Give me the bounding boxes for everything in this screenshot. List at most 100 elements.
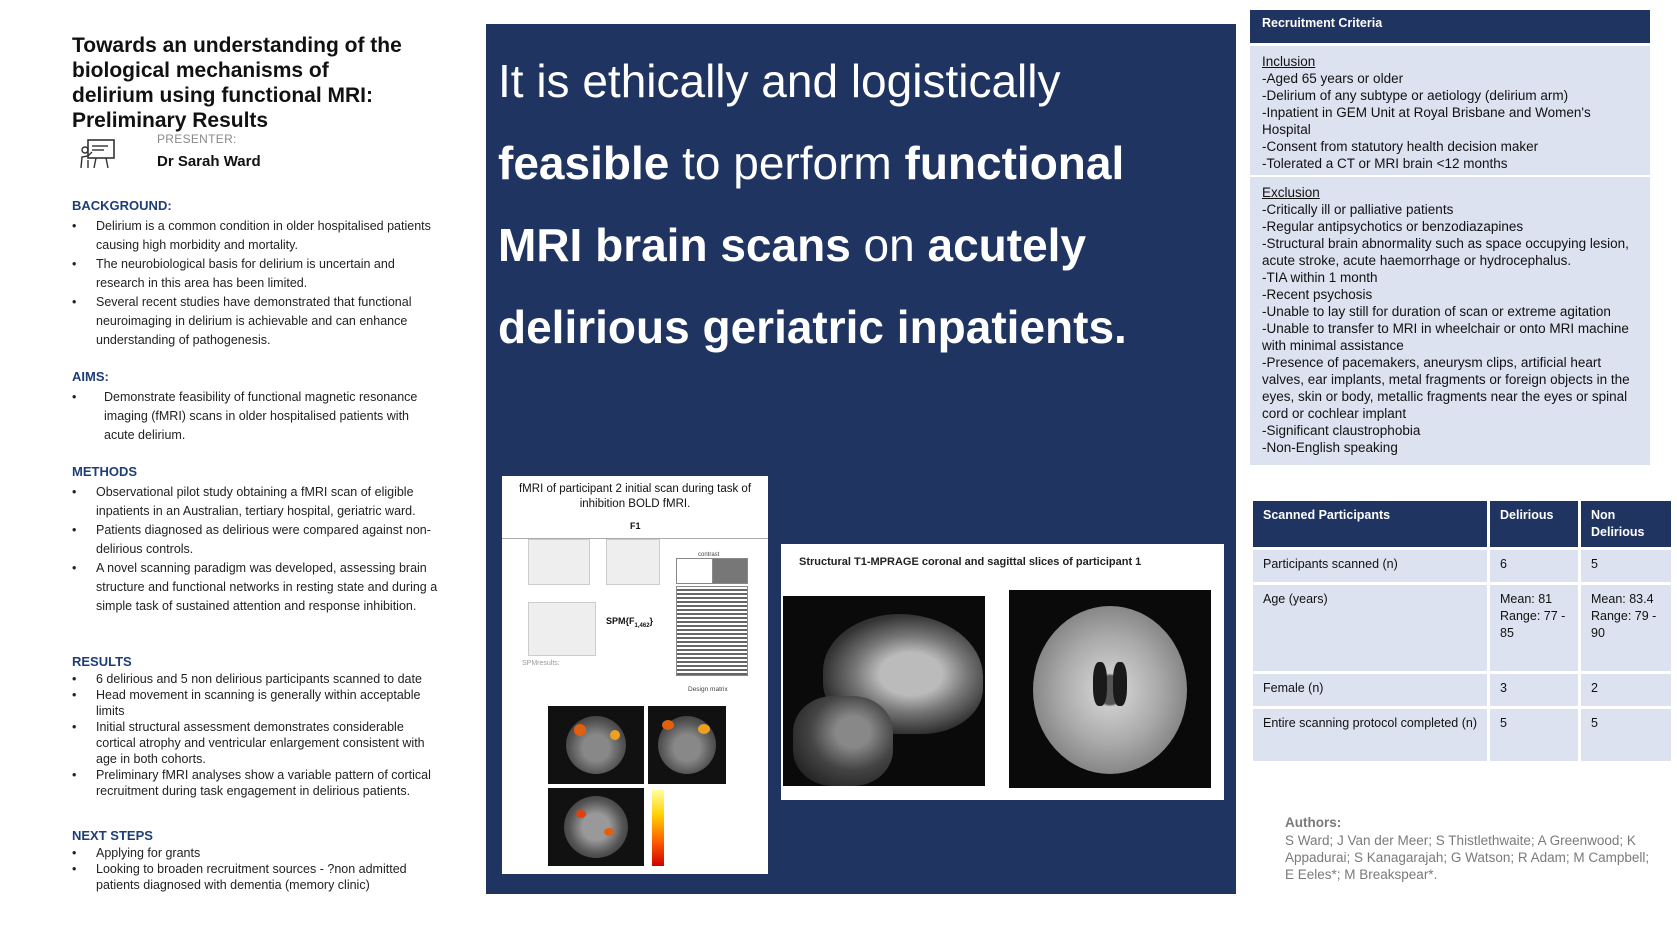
table-cell: Mean: 81 Range: 77 - 85 [1490,585,1578,671]
spm-text: SPM{F [606,616,635,626]
table-header: Delirious [1490,501,1578,547]
table-cell: 6 [1490,550,1578,582]
contrast-box-grey [712,558,748,584]
glass-brain-image [528,602,596,656]
background-heading: BACKGROUND: [72,198,172,213]
exclusion-panel: Exclusion -Critically ill or palliative … [1250,177,1650,465]
glass-brain-image [606,539,660,585]
exclusion-item: -Regular antipsychotics or benzodiazapin… [1262,219,1524,234]
background-section: BACKGROUND: Delirium is a common conditi… [72,198,442,350]
table-cell: 5 [1581,550,1671,582]
spm-results-label: SPMresults: [522,660,560,667]
exclusion-item: -Presence of pacemakers, aneurysm clips,… [1262,355,1630,421]
methods-item: A novel scanning paradigm was developed,… [72,559,442,616]
exclusion-item: -Significant claustrophobia [1262,423,1421,438]
table-header-row: Scanned Participants Delirious Non Delir… [1253,501,1671,547]
table-cell: 3 [1490,674,1578,706]
headline-bold: functional MRI brain scans [498,137,1125,271]
results-item: 6 delirious and 5 non delirious particip… [72,671,442,687]
spm-label: SPM{F1,462} [606,616,653,629]
contrast-box-white [676,558,714,584]
presenter-icon [80,139,115,169]
exclusion-heading: Exclusion [1262,185,1320,200]
aims-item: Demonstrate feasibility of functional ma… [72,388,442,445]
results-item: Head movement in scanning is generally w… [72,687,442,719]
table-row: Age (years) Mean: 81 Range: 77 - 85 Mean… [1253,585,1671,671]
methods-item: Observational pilot study obtaining a fM… [72,483,442,521]
exclusion-item: -Unable to lay still for duration of sca… [1262,304,1611,319]
spm-text: } [649,616,654,626]
f1-label: F1 [630,521,641,531]
inclusion-item: -Consent from statutory health decision … [1262,139,1539,154]
next-steps-item: Applying for grants [72,845,442,861]
inclusion-panel: Inclusion -Aged 65 years or older -Delir… [1250,46,1650,175]
axial-slice-image [1009,590,1211,788]
methods-item: Patients diagnosed as delirious were com… [72,521,442,559]
headline-bold: feasible [498,137,670,189]
presenter-name: Dr Sarah Ward [157,153,261,170]
table-row: Participants scanned (n) 6 5 [1253,550,1671,582]
next-steps-section: NEXT STEPS Applying for grants Looking t… [72,828,442,893]
spm-subscript: 1,462 [634,622,650,629]
presenter-label: PRESENTER: [157,132,237,146]
sagittal-slice-image [783,596,985,786]
table-cell: 2 [1581,674,1671,706]
background-item: Delirium is a common condition in older … [72,217,442,255]
methods-heading: METHODS [72,464,137,479]
inclusion-heading: Inclusion [1262,54,1316,69]
headline-text: to perform [669,137,905,189]
exclusion-item: -Recent psychosis [1262,287,1373,302]
exclusion-item: -Critically ill or palliative patients [1262,202,1454,217]
table-row: Entire scanning protocol completed (n) 5… [1253,709,1671,761]
exclusion-item: -Unable to transfer to MRI in wheelchair… [1262,321,1629,353]
brain-slice-image [548,788,644,866]
table-cell: Age (years) [1253,585,1487,671]
table-cell: Entire scanning protocol completed (n) [1253,709,1487,761]
table-header: Scanned Participants [1253,501,1487,547]
exclusion-item: -Non-English speaking [1262,440,1398,455]
headline-text: It is ethically and logistically [498,55,1061,107]
scanned-participants-table: Scanned Participants Delirious Non Delir… [1250,498,1674,764]
inclusion-item: -Delirium of any subtype or aetiology (d… [1262,88,1569,103]
table-cell: 5 [1490,709,1578,761]
background-item: Several recent studies have demonstrated… [72,293,442,350]
results-heading: RESULTS [72,654,132,669]
table-header: Non Delirious [1581,501,1671,547]
next-steps-item: Looking to broaden recruitment sources -… [72,861,442,893]
headline-bold: acutely delirious geriatric inpatients. [498,219,1127,353]
methods-section: METHODS Observational pilot study obtain… [72,464,442,616]
inclusion-item: -Tolerated a CT or MRI brain <12 months [1262,156,1508,171]
design-matrix-label: Design matrix [688,686,728,693]
headline-text: on [850,219,928,271]
table-cell: Participants scanned (n) [1253,550,1487,582]
headline-statement: It is ethically and logistically feasible… [498,40,1218,368]
results-section: RESULTS 6 delirious and 5 non delirious … [72,654,442,799]
authors-heading: Authors: [1285,815,1342,830]
aims-heading: AIMS: [72,369,109,384]
contrast-label: contrast [698,552,720,558]
exclusion-item: -Structural brain abnormality such as sp… [1262,236,1629,268]
fmri-caption: fMRI of participant 2 initial scan durin… [518,483,752,510]
exclusion-item: -TIA within 1 month [1262,270,1378,285]
brain-slice-image [648,706,726,784]
background-item: The neurobiological basis for delirium i… [72,255,442,293]
results-item: Initial structural assessment demonstrat… [72,719,442,767]
glass-brain-image [528,539,590,585]
results-item: Preliminary fMRI analyses show a variabl… [72,767,442,799]
brain-slice-image [548,706,644,784]
poster-title: Towards an understanding of the biologic… [72,34,402,132]
table-cell: Mean: 83.4 Range: 79 - 90 [1581,585,1671,671]
inclusion-item: -Aged 65 years or older [1262,71,1404,86]
table-cell: 5 [1581,709,1671,761]
divider [502,538,768,539]
inclusion-item: -Inpatient in GEM Unit at Royal Brisbane… [1262,105,1591,137]
structural-mri-figure: Structural T1-MPRAGE coronal and sagitta… [781,544,1224,800]
colorbar [652,790,664,866]
table-cell: Female (n) [1253,674,1487,706]
authors-list: S Ward; J Van der Meer; S Thistlethwaite… [1285,833,1650,882]
structural-caption: Structural T1-MPRAGE coronal and sagitta… [799,556,1142,568]
next-steps-heading: NEXT STEPS [72,828,153,843]
table-row: Female (n) 3 2 [1253,674,1671,706]
design-matrix [676,586,748,676]
aims-section: AIMS: Demonstrate feasibility of functio… [72,369,442,445]
